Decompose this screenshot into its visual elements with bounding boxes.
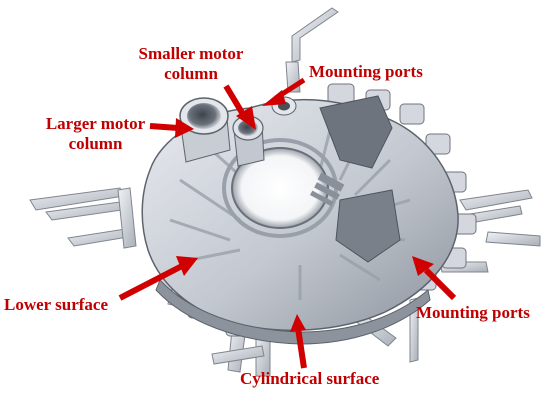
label-mounting-ports-top: Mounting ports xyxy=(309,62,423,81)
pointer-arrows xyxy=(118,77,457,369)
smaller-motor-column xyxy=(232,115,265,167)
label-larger-motor-column-line1: Larger motor xyxy=(45,114,146,133)
label-cylindrical-surface: Cylindrical surface xyxy=(240,369,380,388)
label-larger-motor-column: Larger motor column xyxy=(33,114,158,154)
label-larger-motor-column-line2: column xyxy=(68,134,123,153)
housing-pocket-2 xyxy=(335,189,401,263)
label-lower-surface: Lower surface xyxy=(4,295,109,314)
label-smaller-motor-column-line2: column xyxy=(164,64,218,83)
central-bore xyxy=(231,147,329,229)
label-mounting-ports-right: Mounting ports xyxy=(416,303,530,322)
gating-runners xyxy=(29,7,541,377)
larger-motor-column xyxy=(179,97,231,163)
housing-pocket xyxy=(319,95,393,169)
embossed-mark xyxy=(309,172,345,207)
label-smaller-motor-column: Smaller motor column xyxy=(126,44,256,84)
cylindrical-skirt xyxy=(155,279,431,345)
label-smaller-motor-column-line1: Smaller motor xyxy=(138,44,244,63)
